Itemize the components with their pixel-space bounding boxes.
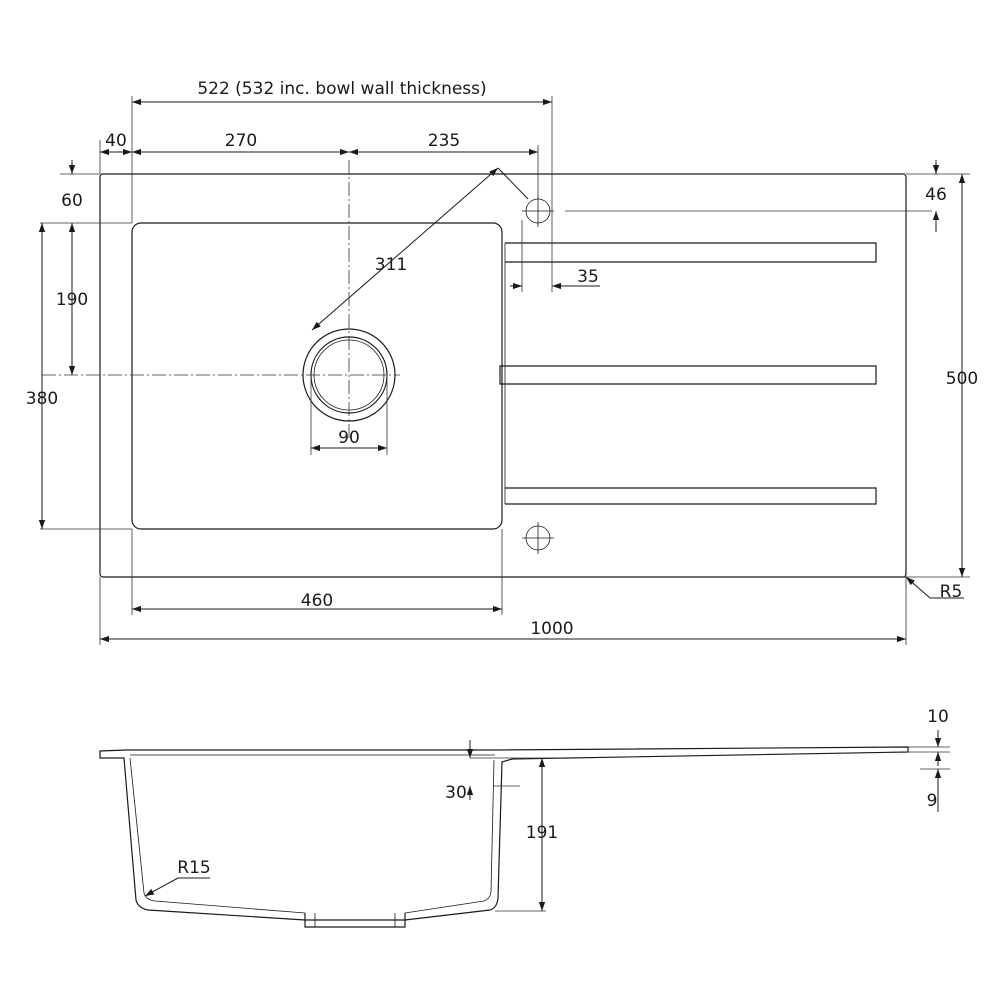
dim-bowl-left-offset: 40 bbox=[105, 131, 127, 151]
dim-tap-hole-from-bowl: 35 bbox=[577, 267, 599, 287]
dim-bowl-depth: 191 bbox=[526, 823, 558, 843]
sink-outline bbox=[99, 173, 907, 578]
section-view: 10 9 30 191 R15 bbox=[99, 707, 950, 928]
plan-view: 522 (532 inc. bowl wall thickness) 40 27… bbox=[26, 79, 978, 645]
dim-bowl-top-offset: 60 bbox=[61, 191, 83, 211]
dim-tap-hole-from-top: 46 bbox=[925, 185, 947, 205]
tap-hole-alt-icon bbox=[522, 522, 554, 554]
dim-overall-bowl-width: 522 (532 inc. bowl wall thickness) bbox=[197, 79, 486, 99]
dim-bowl-depth-plan: 380 bbox=[26, 389, 58, 409]
dim-tap-hole-offset: 235 bbox=[428, 131, 460, 151]
dim-inner-radius: R15 bbox=[177, 858, 210, 878]
bowl-outline bbox=[131, 222, 503, 530]
section-profile bbox=[99, 746, 909, 921]
dim-bowl-width: 460 bbox=[301, 591, 333, 611]
dim-drainer-drop: 9 bbox=[927, 791, 938, 811]
dim-corner-radius: R5 bbox=[940, 582, 963, 602]
drainer-grooves bbox=[499, 242, 877, 505]
dim-overall-depth: 500 bbox=[946, 369, 978, 389]
dim-overall-width: 1000 bbox=[530, 619, 573, 639]
dim-diagonal: 311 bbox=[375, 255, 407, 275]
dim-waste-from-top: 190 bbox=[56, 290, 88, 310]
dim-rim-thickness: 10 bbox=[927, 707, 949, 727]
dim-waste-diameter: 90 bbox=[338, 428, 360, 448]
dim-waste-centre: 270 bbox=[225, 131, 257, 151]
dim-ledge-depth: 30 bbox=[445, 783, 467, 803]
